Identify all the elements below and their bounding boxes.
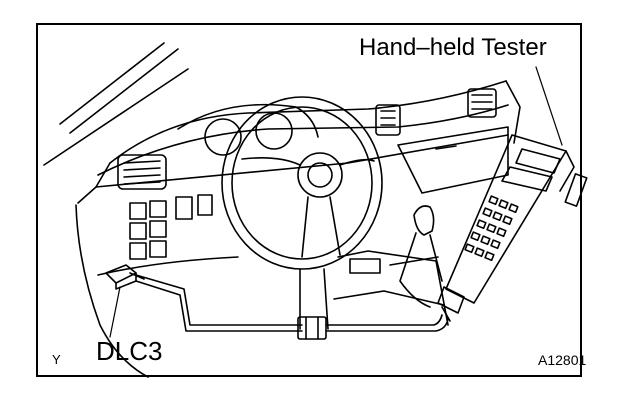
- switch-panel: [129, 194, 213, 260]
- figure-id: A12801: [538, 352, 587, 368]
- instrument-cluster: [177, 103, 319, 156]
- dashboard-illustration: [43, 42, 588, 378]
- connection-cable: [135, 274, 449, 340]
- tester-label: Hand–held Tester: [359, 34, 547, 61]
- center-air-vents: [375, 88, 497, 136]
- corner-mark: Y: [52, 352, 61, 367]
- windshield-pillar: [43, 42, 189, 166]
- leader-lines: [109, 66, 563, 338]
- center-console: [333, 205, 449, 326]
- steering-wheel: [221, 96, 383, 330]
- left-air-vent: [117, 154, 167, 190]
- hand-held-tester: [445, 134, 588, 304]
- glove-box: [397, 126, 509, 194]
- dlc3-label: DLC3: [96, 336, 163, 366]
- figure-frame: Hand–held Tester DLC3 A12801 Y: [36, 23, 588, 378]
